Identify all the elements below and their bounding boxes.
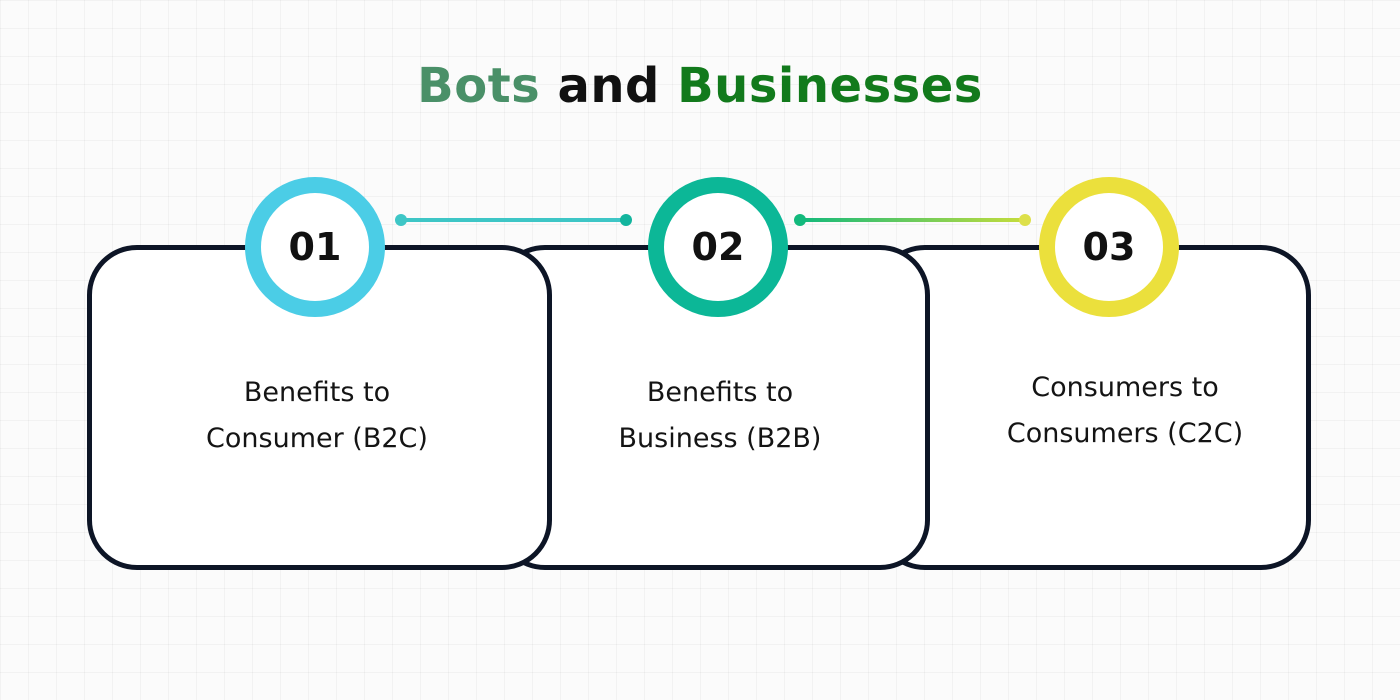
step-number: 02: [691, 225, 745, 269]
step-label-c2c: Consumers to Consumers (C2C): [1006, 372, 1244, 449]
connector-dot-start: [395, 214, 407, 226]
connector-line-2-3: [794, 214, 1031, 226]
step-label-b2c: Benefits to Consumer (B2C): [206, 377, 428, 454]
connector-dot-end: [1019, 214, 1031, 226]
connector-dot-start: [794, 214, 806, 226]
connector-dot-end: [620, 214, 632, 226]
step-number: 03: [1082, 225, 1136, 269]
title-word-bots: Bots: [417, 58, 541, 114]
step-number: 01: [288, 225, 342, 269]
connector-line-1-2: [395, 214, 632, 226]
title-word-and: and: [557, 58, 660, 114]
step-number-badge-02: 02: [648, 177, 788, 317]
step-label-b2b: Benefits to Business (B2B): [618, 377, 822, 454]
diagram-title: Bots and Businesses: [0, 58, 1400, 114]
step-number-badge-03: 03: [1039, 177, 1179, 317]
step-number-badge-01: 01: [245, 177, 385, 317]
title-word-businesses: Businesses: [677, 58, 983, 114]
